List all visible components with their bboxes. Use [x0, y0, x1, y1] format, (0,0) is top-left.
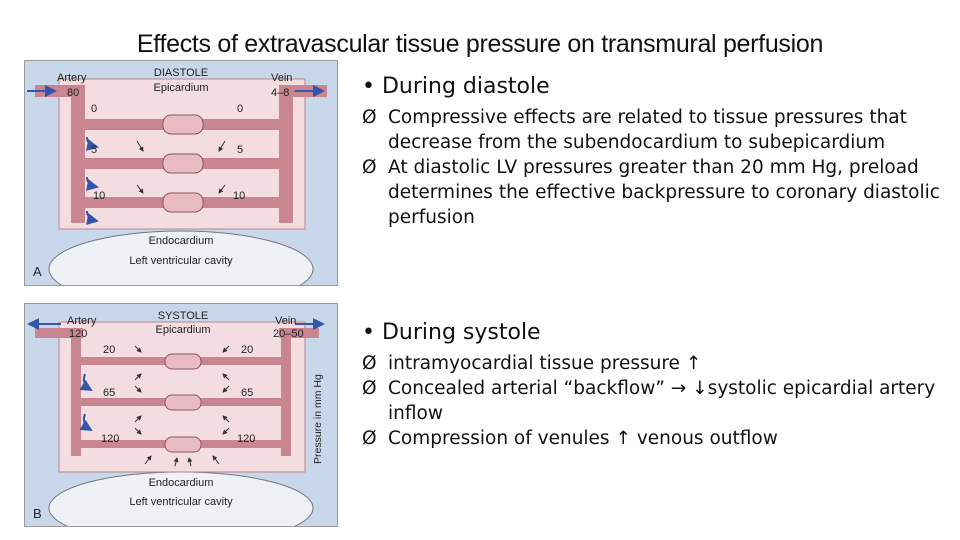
artery-label: Artery: [67, 315, 97, 327]
systole-heading: • During systole: [362, 320, 541, 345]
diagram-diastole: DIASTOLE Epicardium Artery Vein 80 4–8 0…: [24, 60, 338, 286]
bullet-arrow-icon: Ø: [362, 157, 377, 178]
artery-inlet: [35, 328, 83, 338]
level-1-left: 20: [103, 344, 115, 356]
panel-letter: B: [33, 506, 42, 521]
systole-figure: SYSTOLE Epicardium Artery Vein 120 20–50…: [27, 310, 325, 526]
capillary-channels: [71, 114, 293, 213]
diastole-heading: • During diastole: [362, 74, 550, 99]
vein-pressure: 4–8: [271, 87, 289, 99]
vein-label: Vein: [271, 72, 292, 84]
lv-cavity-shape: [48, 230, 314, 285]
level-3-right: 120: [237, 433, 255, 445]
level-3-left: 10: [93, 190, 105, 202]
bullet-arrow-icon: Ø: [362, 353, 377, 374]
slide-title: Effects of extravascular tissue pressure…: [136, 30, 824, 58]
diastole-figure: DIASTOLE Epicardium Artery Vein 80 4–8 0…: [27, 67, 327, 285]
bullet-arrow-icon: Ø: [362, 428, 377, 449]
endocardium-label: Endocardium: [149, 235, 214, 247]
phase-label: SYSTOLE: [158, 310, 209, 322]
level-3-right: 10: [233, 190, 245, 202]
artery-pressure: 80: [67, 87, 79, 99]
epicardium-label: Epicardium: [155, 324, 210, 336]
vein-pressure: 20–50: [273, 328, 304, 340]
diagram-systole: SYSTOLE Epicardium Artery Vein 120 20–50…: [24, 303, 338, 527]
pressure-axis-label: Pressure in mm Hg: [312, 374, 324, 464]
compression-arrows: [134, 345, 230, 467]
level-1-left: 0: [91, 103, 97, 115]
flow-arrows: [27, 85, 325, 225]
compression-arrows: [136, 140, 226, 194]
vein-label: Vein: [275, 315, 296, 327]
level-1-right: 20: [241, 344, 253, 356]
vein-outlet: [279, 328, 319, 338]
venous-trunk: [281, 328, 291, 456]
level-2-left: 65: [103, 387, 115, 399]
epicardium-label: Epicardium: [153, 82, 208, 94]
arterial-trunk: [71, 328, 81, 456]
level-3-left: 120: [101, 433, 119, 445]
bullet-arrow-icon: Ø: [362, 378, 377, 399]
phase-label: DIASTOLE: [154, 67, 208, 79]
cavity-label: Left ventricular cavity: [129, 255, 233, 267]
flow-arrows: [27, 318, 325, 432]
capillary-channels: [71, 353, 291, 453]
panel-letter: A: [33, 264, 42, 279]
cavity-label: Left ventricular cavity: [129, 496, 233, 508]
bullet-arrow-icon: Ø: [362, 107, 377, 128]
level-1-right: 0: [237, 103, 243, 115]
level-2-right: 65: [241, 387, 253, 399]
endocardium-label: Endocardium: [149, 477, 214, 489]
artery-pressure: 120: [69, 328, 87, 340]
level-2-right: 5: [237, 144, 243, 156]
level-2-left: 5: [91, 144, 97, 156]
artery-label: Artery: [57, 72, 87, 84]
